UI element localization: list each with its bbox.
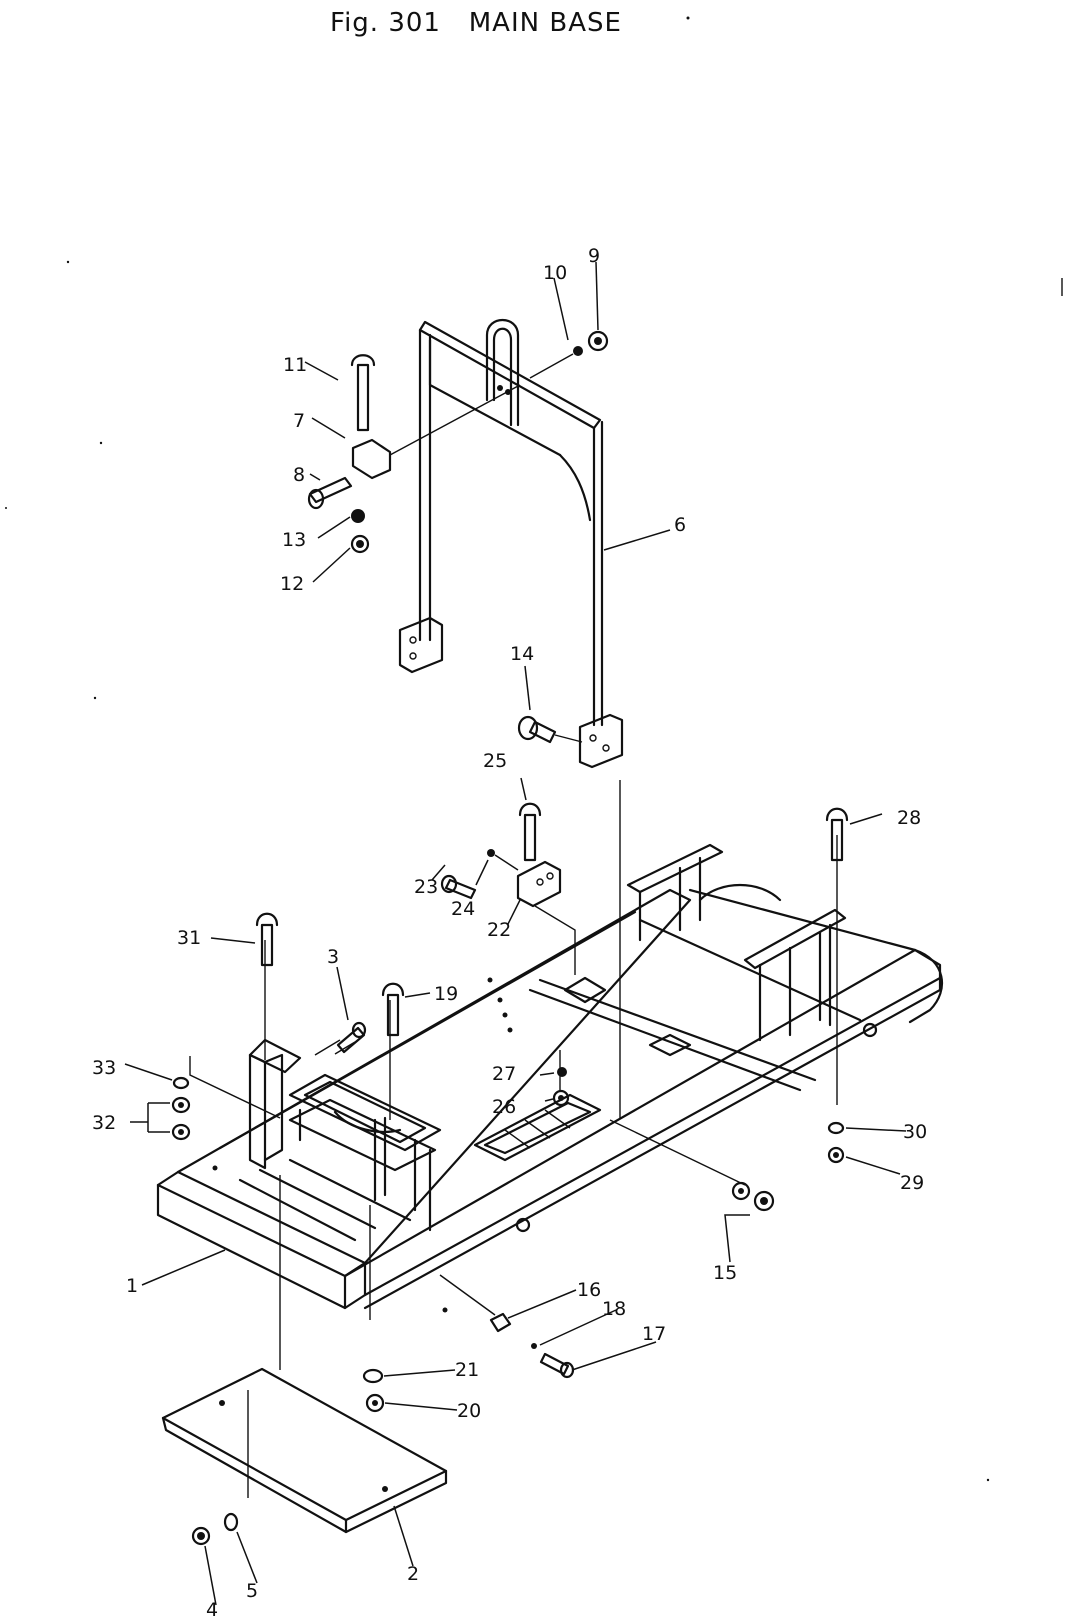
callout-21: 21 (455, 1359, 479, 1381)
figure-title: Fig. 301 MAIN BASE (330, 8, 622, 38)
callout-18: 18 (602, 1298, 626, 1320)
callout-27: 27 (492, 1063, 516, 1085)
callout-22: 22 (487, 919, 511, 941)
callout-4: 4 (206, 1599, 218, 1619)
callout-20: 20 (457, 1400, 481, 1422)
callout-1: 1 (126, 1275, 138, 1297)
callout-19: 19 (434, 983, 458, 1005)
callout-33: 33 (92, 1057, 116, 1079)
callout-15: 15 (713, 1262, 737, 1284)
figure-name: MAIN BASE (468, 8, 622, 38)
callout-24: 24 (451, 898, 475, 920)
callout-11: 11 (283, 354, 307, 376)
callout-5: 5 (246, 1580, 258, 1602)
base-fasteners (171, 807, 849, 1546)
cover-plate-drawing (161, 1367, 448, 1534)
callout-8: 8 (293, 464, 305, 486)
callout-16: 16 (577, 1279, 601, 1301)
leader-lines (124, 261, 907, 1606)
callout-14: 14 (510, 643, 534, 665)
rear-frame-drawing (398, 319, 624, 769)
bolt-14-drawing (517, 715, 583, 744)
callout-17: 17 (642, 1323, 666, 1345)
callout-2: 2 (407, 1563, 419, 1585)
figure-number: Fig. 301 (330, 8, 441, 38)
callout-29: 29 (900, 1172, 924, 1194)
callout-31: 31 (177, 927, 201, 949)
callout-26: 26 (492, 1096, 516, 1118)
upper-bracket-hardware (307, 354, 521, 554)
callout-7: 7 (293, 410, 305, 432)
callout-labels: 1 2 3 4 5 6 7 8 9 10 11 12 13 14 15 16 1… (92, 245, 927, 1621)
callout-9: 9 (588, 245, 600, 267)
callout-12: 12 (280, 573, 304, 595)
callout-25: 25 (483, 750, 507, 772)
callout-3: 3 (327, 946, 339, 968)
bracket-22-drawing (440, 802, 576, 975)
callout-6: 6 (674, 514, 686, 536)
main-base-frame-drawing (156, 843, 944, 1313)
callout-32: 32 (92, 1112, 116, 1134)
callout-30: 30 (903, 1121, 927, 1143)
assembly-lines (189, 780, 838, 1498)
callout-23: 23 (414, 876, 438, 898)
top-fasteners (529, 330, 609, 379)
callout-28: 28 (897, 807, 921, 829)
callout-10: 10 (543, 262, 567, 284)
callout-13: 13 (282, 529, 306, 551)
scan-specks (5, 16, 1063, 1482)
